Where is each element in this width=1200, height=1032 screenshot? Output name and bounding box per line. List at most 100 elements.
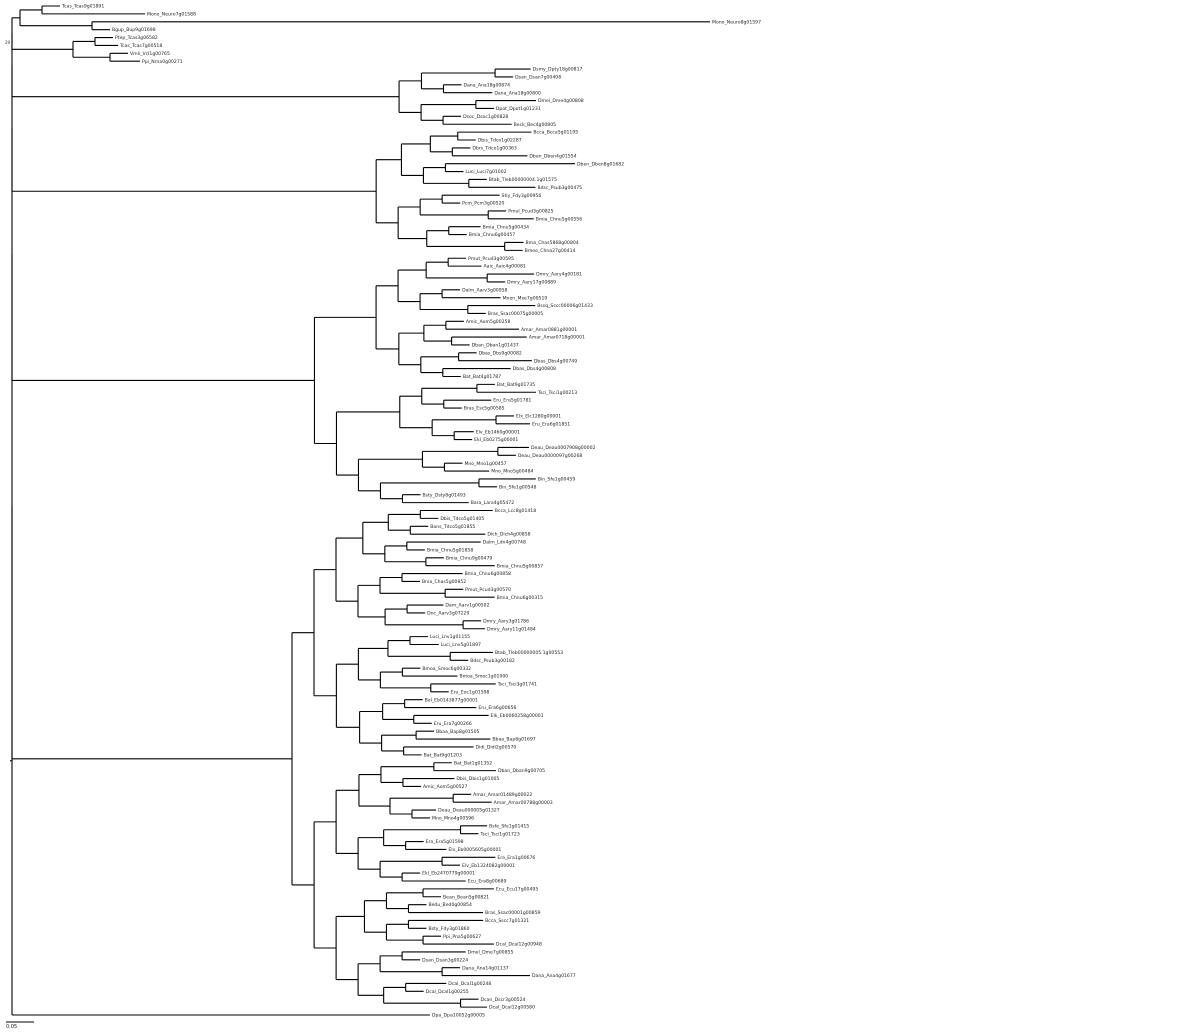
tip-label: Dsan_Dsan7g00408 xyxy=(515,75,561,81)
tip-label: Dmry_Aary4g00181 xyxy=(536,272,582,278)
tip-label: Bcca_Lcc8g01418 xyxy=(495,508,536,514)
tip-label: Bmia_Chnu5g00857 xyxy=(497,563,543,569)
tip-label: Pmut_Pcud3g00595 xyxy=(468,256,514,262)
tip-label: Dbis_Tdco1g02287 xyxy=(478,138,522,144)
tip-label: Eru_Eoc1g01598 xyxy=(451,689,490,695)
tip-label: Bsfe_Sfe1g01415 xyxy=(489,823,529,829)
tip-label: Eru_Era7g00266 xyxy=(434,721,472,727)
tip-label: Dsmy_Dpty18g00817 xyxy=(533,67,583,73)
tip-label: Amic_Aom5g00258 xyxy=(466,319,511,325)
tip-label: Dbas_Dbs4g00749 xyxy=(534,358,577,364)
tip-label: Dbis_Tdco5g01405 xyxy=(440,516,484,522)
tip-label: Mno_Mno1g00457 xyxy=(464,461,506,467)
tip-label: Didi_Didi2g00570 xyxy=(476,745,517,751)
tip-label: Ekl_Eb2470779g00001 xyxy=(422,871,475,877)
tip-label: Eru_Era6g01851 xyxy=(532,421,570,427)
tip-label: Era_Era1g00676 xyxy=(497,855,535,861)
tip-label: Bsty_Dsty8g01493 xyxy=(422,492,465,498)
tip-label: Ecu_Ecu17g00495 xyxy=(496,886,538,892)
tip-label: Elv_Eb1460g00001 xyxy=(476,429,520,435)
tip-label: Dcan_Dscr3g00524 xyxy=(481,997,526,1003)
tip-label: Mno_Mno5g00484 xyxy=(491,469,533,475)
tip-label: Btab_Tleb00000004.1g01575 xyxy=(489,177,557,183)
tip-label: Dben_Dben4g01554 xyxy=(529,153,576,159)
tip-label: Elv_Eb1324082g00001 xyxy=(462,863,515,869)
tip-label: Mno_Mno4g00596 xyxy=(432,816,474,822)
tip-label: Dben_Dben8g01682 xyxy=(577,161,624,167)
tip-label: Dbas_Dbs4g00808 xyxy=(513,366,556,372)
tip-label: Tcas_Tcas7g00518 xyxy=(119,43,162,49)
tip-label: Bssq_Sscc00006g01433 xyxy=(537,303,593,309)
tip-label: Bat_Bat4g01787 xyxy=(463,374,501,380)
tip-label: Amar_Amar0718g00001 xyxy=(529,335,585,341)
tip-label: Dmry_Aary3g01786 xyxy=(483,618,529,624)
tip-label: Bmia_Chnu9g00479 xyxy=(446,555,492,561)
tip-label: Deau_Deau0007908g00002 xyxy=(531,445,596,451)
tip-label: Bdsc_Psub3g00475 xyxy=(537,185,582,191)
tip-label: Dmel_Dme7g00855 xyxy=(468,950,514,956)
tip-label: Dbis_Dbis1g01005 xyxy=(456,776,499,782)
tip-label: Dmry_Aary11g01484 xyxy=(487,626,536,632)
tip-label: Dban_Dban1g01437 xyxy=(472,343,519,349)
tip-label: Pcm_Pcm3g00520 xyxy=(462,201,504,207)
tip-label: Bara_Lara4g05472 xyxy=(471,500,515,506)
tip-label: Pmul_Pcud3g00825 xyxy=(508,209,553,215)
tip-label: Dam_Aarv1g00502 xyxy=(445,603,489,609)
tip-label: Dsan_Dsan3g00224 xyxy=(422,957,468,963)
tip-label: Dcal_Dcal12g00580 xyxy=(489,1005,535,1011)
tip-label: Tsci_Tsci3g01741 xyxy=(497,682,537,688)
tip-label: Bin_Sfe1g00459 xyxy=(538,477,576,483)
tip-label: Elx_Eb0005605g00001 xyxy=(448,847,501,853)
tip-label: Bmia_Chnu5g00556 xyxy=(536,216,582,222)
tip-label: Dnc_Aarv3g07229 xyxy=(427,611,469,617)
tip-label: Bras_Esc5g00585 xyxy=(464,406,505,412)
tip-label: Vmli_Vcl1g00765 xyxy=(130,51,170,57)
tip-label: Aaic_Aaic4g00081 xyxy=(484,264,526,270)
tip-label: Dalm_Ldn4g00748 xyxy=(483,540,526,546)
tip-label: Dbrs_Tdco1g00363 xyxy=(472,145,517,151)
tip-label: Bmia_Chnu5g00434 xyxy=(483,224,529,230)
tip-label: Dban_Dban9g00705 xyxy=(498,768,545,774)
tip-label: Bmia_Chnu5g01858 xyxy=(427,548,473,554)
tip-label: Bbaa_Bap8g01505 xyxy=(436,729,479,735)
root-support-label: 29 xyxy=(5,40,11,45)
tip-label: Eru_Era5g01781 xyxy=(493,398,531,404)
tip-label: Dana_Ana14g01137 xyxy=(462,965,509,971)
tip-label: Bol_Eb0143877g00001 xyxy=(425,697,478,703)
tip-label: Dsoc_Dsoc1g00828 xyxy=(463,114,508,120)
tip-label: Luci_Lnv1g01155 xyxy=(430,634,470,640)
tip-label: Pmut_Pcud3g00570 xyxy=(465,587,511,593)
tip-label: Dich_Dich4g00858 xyxy=(487,532,530,538)
tip-label: Elk_Eb0060258g00001 xyxy=(491,713,544,719)
tip-label: Dalm_Aarv3g00958 xyxy=(462,287,507,293)
tip-label: Ecu_Era8g00689 xyxy=(468,879,507,885)
tip-label: Luci_Lnv5g01897 xyxy=(441,642,481,648)
tip-label: Dcal_Dcal1g00255 xyxy=(426,989,469,995)
tip-label: Ptep_Tcas3g06582 xyxy=(115,35,158,41)
tip-label: Amar_Amar0881g00001 xyxy=(521,327,577,333)
tip-label: Dmel_Dme4g00808 xyxy=(538,98,584,104)
tip-label: Mono_Neuro8g01597 xyxy=(712,19,761,25)
tip-label: Bin_Sfe1g00548 xyxy=(499,484,537,490)
tip-label: Mnen_Mxe7g00519 xyxy=(503,295,548,301)
tip-label: Bdsc_Psub3g00182 xyxy=(470,658,515,664)
tip-label: Bnia_Chas5g00852 xyxy=(422,579,466,585)
tip-label: Dpa_Dpa10052g00005 xyxy=(432,1013,485,1019)
tip-label: Bbaa_Bap8g01697 xyxy=(492,737,535,743)
scale-bar-label: 0.05 xyxy=(6,1024,17,1030)
tip-label: Ekl_Eb0275g00001 xyxy=(474,437,518,443)
tip-label: Dbas_Dbs9g00082 xyxy=(479,350,522,356)
tip-label: Dcal_Dcal12g00948 xyxy=(496,942,542,948)
tip-label: Bmia_Chnu6g00858 xyxy=(465,571,511,577)
tip-label: Btab_Tleb00000005.1g00553 xyxy=(495,650,563,656)
tip-label: Eru_Era6g00656 xyxy=(478,705,516,711)
tip-label: Bat_Bat9g01203 xyxy=(424,752,462,758)
tip-label: Bmia_Chnu6g00315 xyxy=(497,595,543,601)
tip-label: Bedu_Bed0g00854 xyxy=(428,902,472,908)
tip-label: Ppi_Nrna0g00271 xyxy=(142,59,183,65)
tip-label: Bcca_Bcca5g01195 xyxy=(533,130,578,136)
tip-label: Bma_Chas5868g00804 xyxy=(525,240,578,246)
tip-label: Bgup_Bup9g01698 xyxy=(112,27,156,33)
tip-label: Amic_Aom5g00527 xyxy=(423,784,468,790)
